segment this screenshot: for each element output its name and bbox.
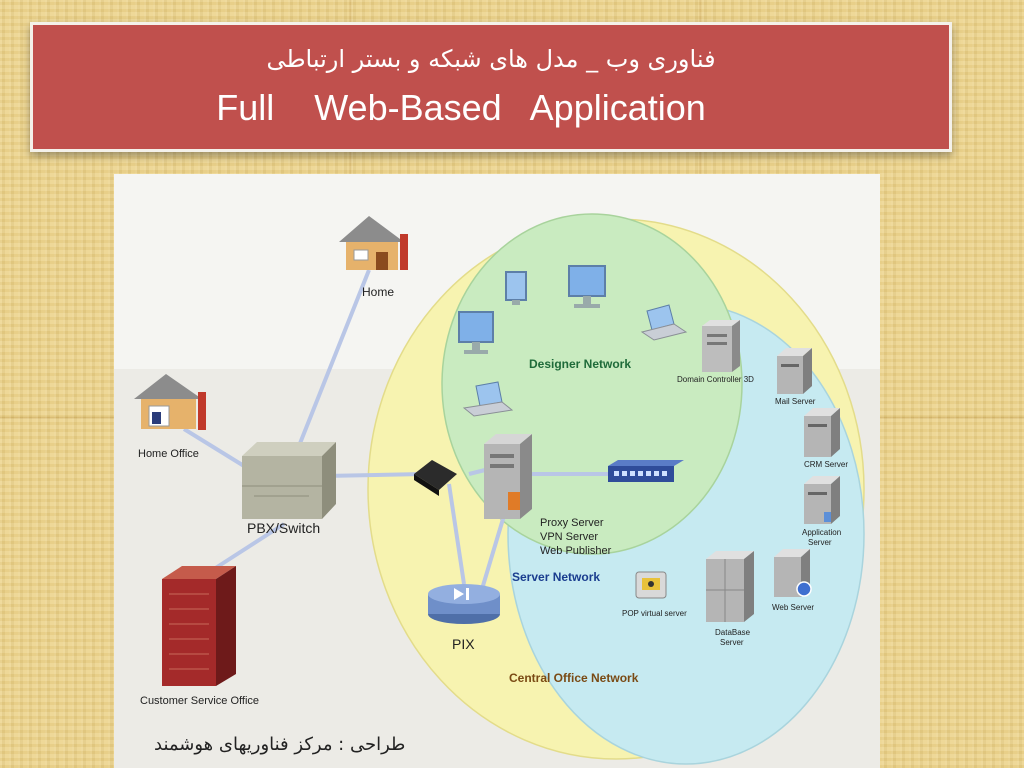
network-switch-icon bbox=[608, 460, 684, 482]
database-server-label-line2: Server bbox=[720, 638, 744, 647]
designer-laptop-1-icon bbox=[640, 304, 688, 341]
title-english: Full Web-Based Application bbox=[216, 87, 706, 128]
vpn-server-label: VPN Server bbox=[540, 531, 599, 543]
application-server-icon bbox=[804, 476, 840, 524]
designer-tablet-icon bbox=[505, 271, 527, 305]
home-label: Home bbox=[362, 285, 395, 299]
domain-controller-icon bbox=[702, 320, 740, 372]
network-diagram: Home Home Office PBX/Switch Customer Ser… bbox=[114, 174, 880, 768]
pop-virtual-server-label: POP virtual server bbox=[622, 609, 687, 618]
web-server-label: Web Server bbox=[772, 603, 815, 612]
server-network-label: Server Network bbox=[512, 570, 601, 584]
customer-service-label: Customer Service Office bbox=[140, 695, 260, 707]
web-server-icon bbox=[774, 549, 812, 597]
pbx-switch-label: PBX/Switch bbox=[247, 520, 321, 536]
designer-credit: طراحی : مرکز فناوریهای هوشمند bbox=[154, 734, 406, 755]
home-office-house-icon bbox=[134, 374, 206, 430]
title-persian: فناوری وب _ مدل های شبکه و بستر ارتباطی bbox=[266, 45, 716, 73]
proxy-server-label: Proxy Server bbox=[540, 517, 604, 529]
home-office-label: Home Office bbox=[138, 448, 199, 460]
title-banner: فناوری وب _ مدل های شبکه و بستر ارتباطی … bbox=[30, 22, 952, 152]
proxy-server-icon bbox=[484, 434, 532, 519]
application-server-label-line2: Server bbox=[808, 538, 832, 547]
database-server-icon bbox=[706, 551, 754, 622]
crm-server-label: CRM Server bbox=[804, 460, 849, 469]
pbx-switch-icon bbox=[242, 442, 336, 519]
designer-monitor-1-icon bbox=[458, 311, 494, 354]
crm-server-icon bbox=[804, 408, 840, 457]
diagram-graphics bbox=[114, 213, 880, 768]
home-house-icon bbox=[339, 216, 408, 270]
application-server-label-line1: Application bbox=[802, 528, 842, 537]
mail-server-icon bbox=[777, 348, 812, 394]
designer-monitor-2-icon bbox=[568, 265, 606, 308]
modem-device-icon bbox=[414, 460, 457, 496]
central-office-network-label: Central Office Network bbox=[509, 671, 639, 685]
connection-lines bbox=[182, 269, 609, 600]
mail-server-label: Mail Server bbox=[775, 397, 816, 406]
pop-virtual-server-icon bbox=[635, 571, 667, 599]
designer-network-label: Designer Network bbox=[529, 357, 632, 371]
pix-label: PIX bbox=[452, 636, 475, 652]
customer-service-building-icon bbox=[162, 566, 236, 686]
designer-laptop-2-icon bbox=[462, 381, 514, 417]
domain-controller-label: Domain Controller 3D bbox=[677, 375, 754, 384]
database-server-label-line1: DataBase bbox=[715, 628, 751, 637]
pix-router-icon bbox=[428, 584, 500, 624]
web-publisher-label: Web Publisher bbox=[540, 545, 612, 557]
